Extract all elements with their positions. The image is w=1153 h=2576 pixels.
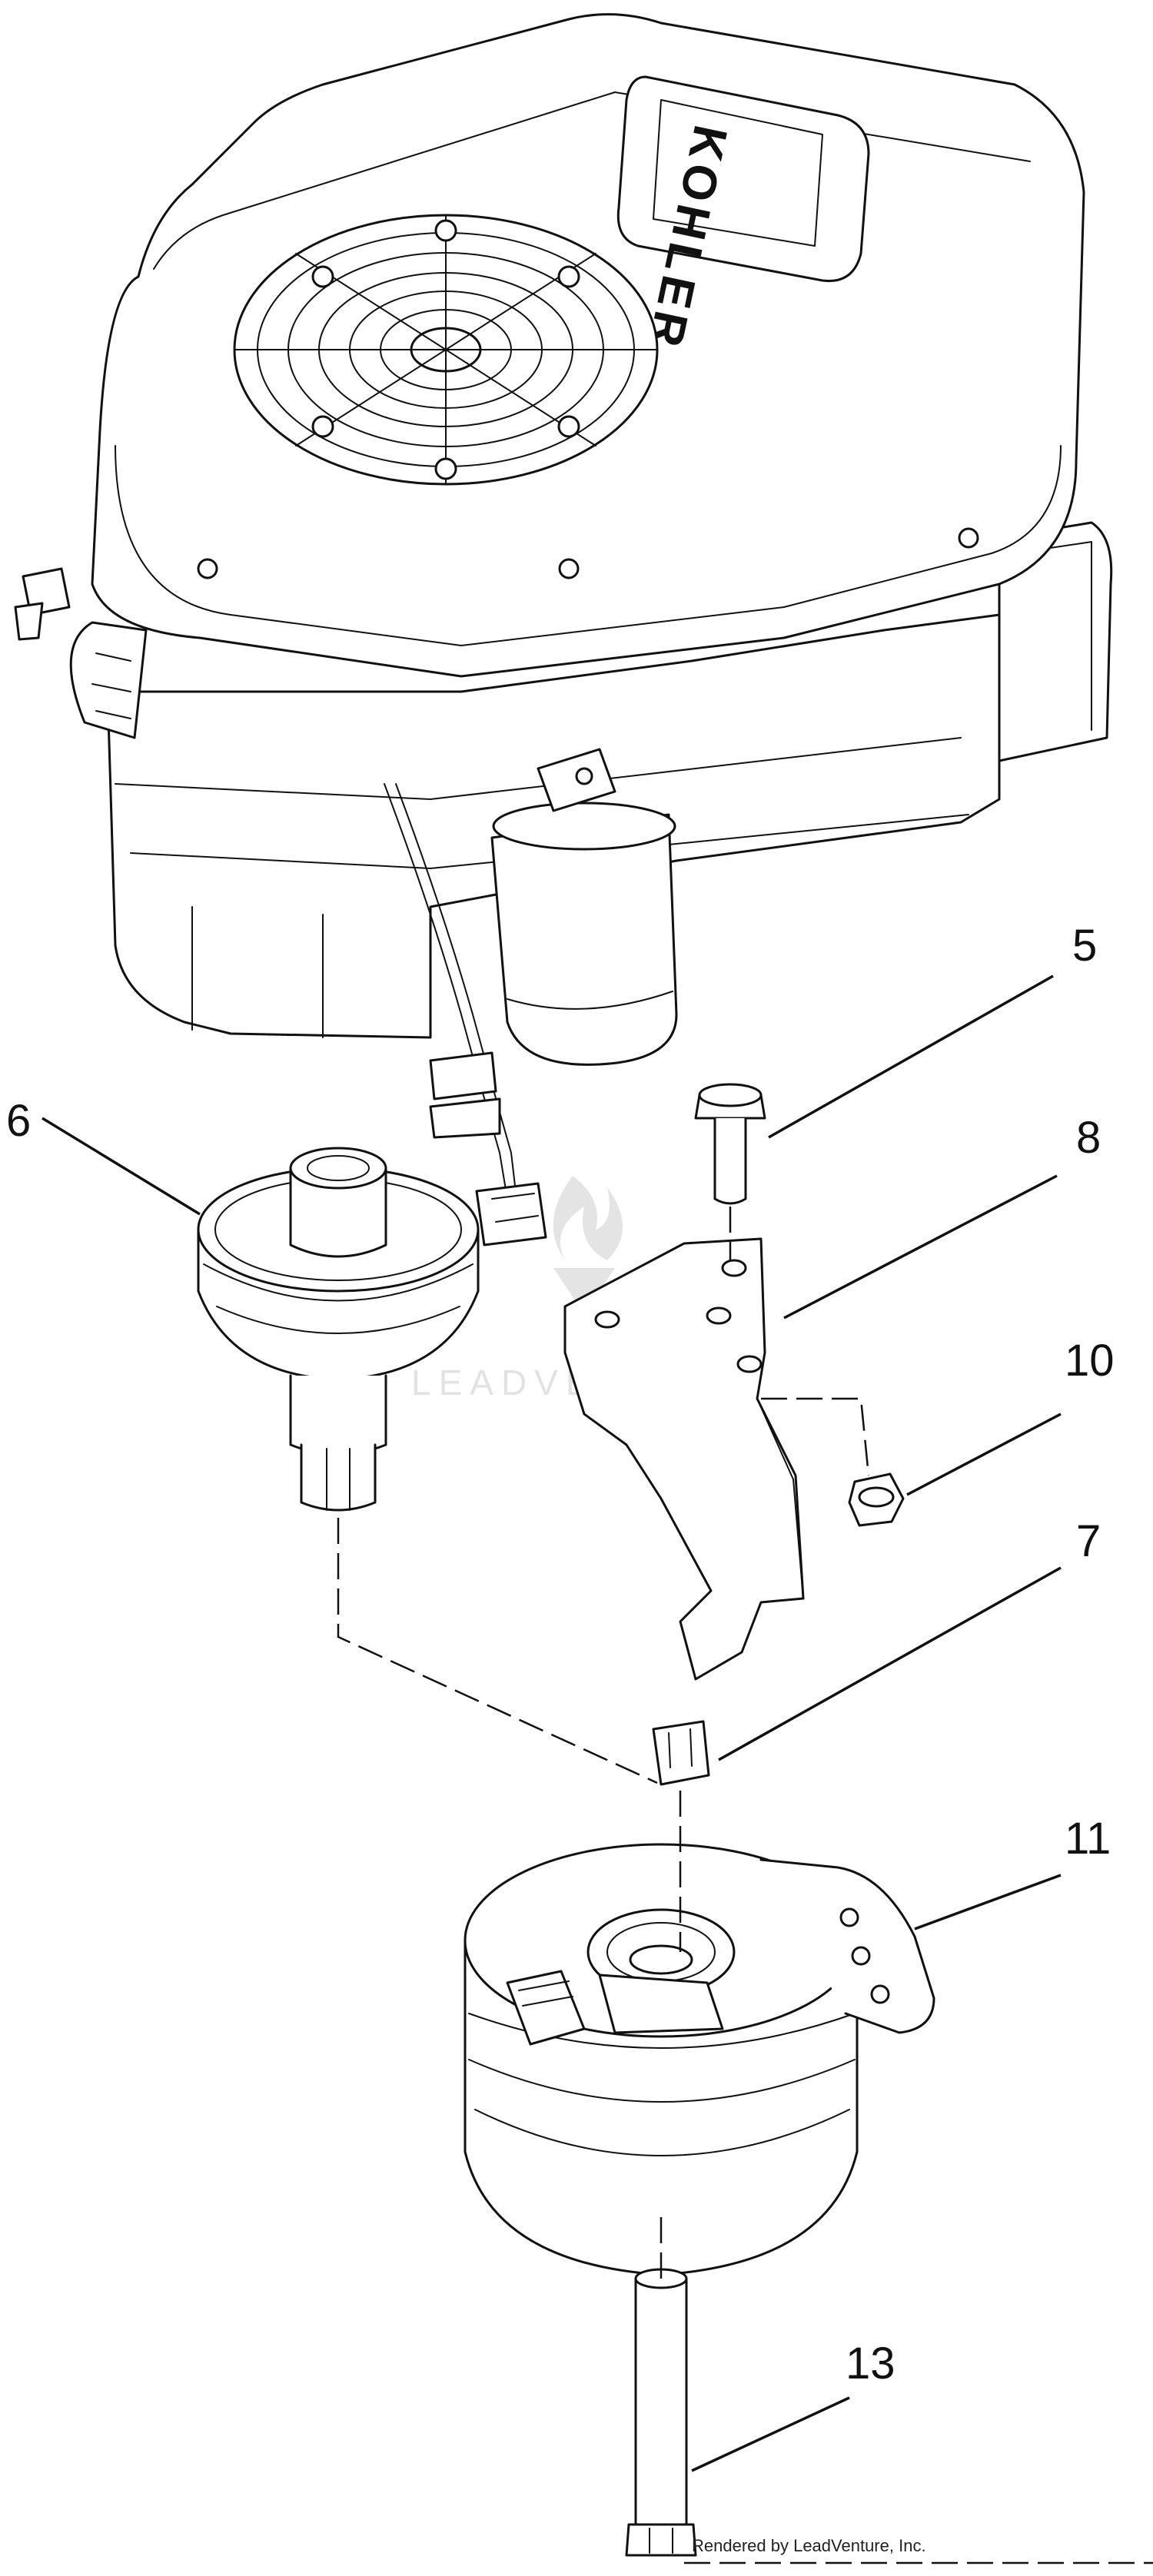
clip [652,1720,710,1786]
assembly-lines [337,1207,870,2279]
bolt-long [625,2268,697,2557]
callout-13: 13 [846,2339,895,2388]
callout-11: 11 [1065,1814,1111,1864]
callout-6: 6 [6,1096,31,1146]
bracket [563,1237,805,1681]
bolt [694,1083,766,1205]
callout-5: 5 [1072,921,1097,971]
footer-credit: Rendered by LeadVenture, Inc. [692,2536,926,2555]
pulley-spindle [197,1147,480,1512]
callout-7: 7 [1076,1516,1101,1566]
nut [848,1472,905,1527]
leader-lines [42,974,1062,2472]
clutch [464,1843,935,2276]
callouts: 5 6 8 10 7 11 13 [6,921,1115,2388]
starter-motor [490,748,678,1066]
fan-grille [233,214,659,486]
callout-10: 10 [1065,1336,1115,1386]
engine: KOHLER [14,13,1113,1247]
callout-8: 8 [1076,1113,1101,1163]
